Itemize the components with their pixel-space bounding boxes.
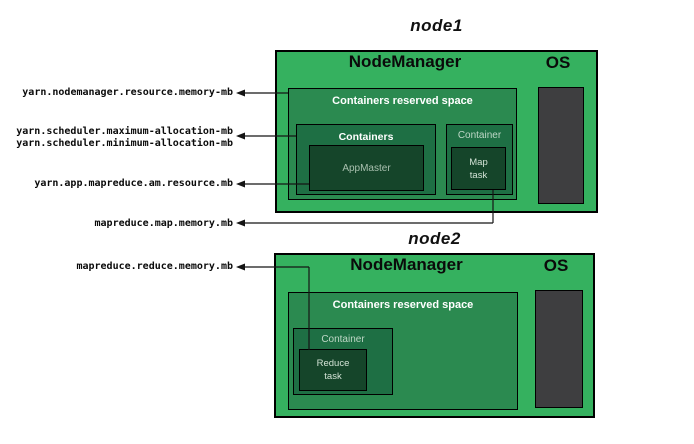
arrowhead-icon [236, 219, 245, 227]
node1-map-task-label: Map task [469, 156, 488, 181]
node1-containers-label: Containers [338, 131, 394, 143]
node2-container-label: Container [321, 334, 365, 345]
arrowhead-icon [236, 180, 245, 188]
node2-reserved-space-label: Containers reserved space [332, 299, 474, 311]
node1-map-task-box: Map task [451, 147, 506, 190]
node2-title: node2 [408, 229, 461, 248]
node1-container-label: Container [457, 130, 502, 141]
node1-appmaster-box: AppMaster [309, 145, 424, 191]
config-label-am-resource-mb: yarn.app.mapreduce.am.resource.mb [34, 178, 233, 189]
node1-nodemanager-label: NodeManager [348, 52, 462, 71]
config-label-scheduler-maximum-allocation: yarn.scheduler.maximum-allocation-mb [16, 126, 233, 137]
node1-title: node1 [410, 16, 463, 35]
node2-os-label: OS [543, 256, 569, 275]
arrowhead-icon [236, 263, 245, 271]
node2-reduce-task-label: Reduce task [316, 358, 350, 382]
config-label-nodemanager-resource-memory: yarn.nodemanager.resource.memory-mb [22, 87, 233, 98]
node1-reserved-space-label: Containers reserved space [332, 95, 473, 107]
config-label-scheduler-minimum-allocation: yarn.scheduler.minimum-allocation-mb [16, 138, 233, 149]
node2-reduce-task-box: Reduce task [299, 349, 367, 391]
arrowhead-icon [236, 89, 245, 97]
node1-os-memory-block [538, 87, 584, 204]
node1-appmaster-label: AppMaster [342, 162, 391, 174]
config-label-map-memory-mb: mapreduce.map.memory.mb [94, 218, 233, 229]
arrowhead-icon [236, 132, 245, 140]
node2-os-memory-block [535, 290, 583, 408]
node1-os-label: OS [545, 53, 571, 72]
node2-nodemanager-label: NodeManager [350, 255, 463, 274]
config-label-reduce-memory-mb: mapreduce.reduce.memory.mb [76, 261, 233, 272]
